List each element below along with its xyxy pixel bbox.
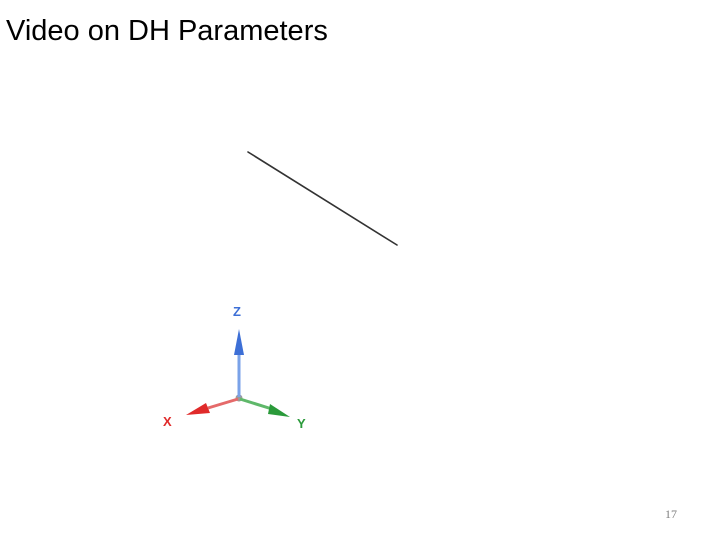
z-axis-arrow — [234, 329, 244, 397]
dh-video-frame[interactable]: Z X Y — [150, 135, 420, 435]
slide-title: Video on DH Parameters — [6, 15, 328, 47]
page-number: 17 — [665, 507, 677, 521]
x-axis-arrow — [186, 397, 239, 415]
robot-link-line — [247, 151, 398, 246]
y-axis-arrow — [239, 397, 290, 417]
coordinate-frame-graphic — [186, 151, 398, 417]
z-axis-label: Z — [233, 304, 241, 319]
x-axis-label: X — [163, 414, 172, 429]
y-axis-label: Y — [297, 416, 306, 431]
